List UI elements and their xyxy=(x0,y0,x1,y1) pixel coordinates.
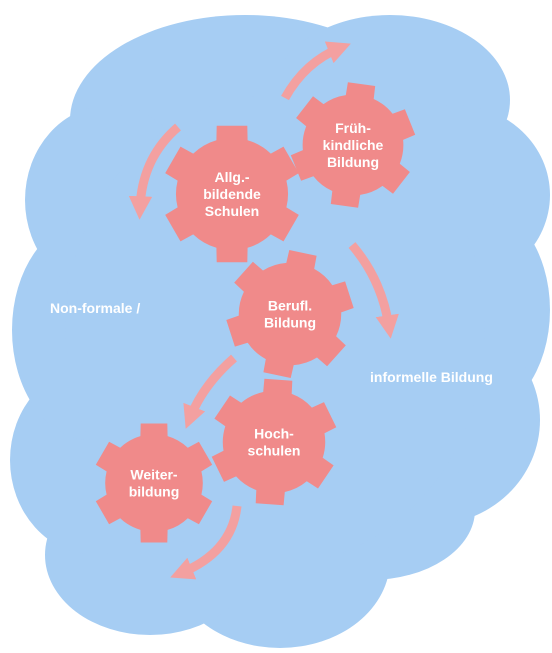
gear-label-line: Früh- xyxy=(335,120,371,136)
gear-shape xyxy=(211,378,337,506)
gear-label-line: Berufl. xyxy=(268,298,312,314)
gear-label-line: bildung xyxy=(129,484,180,500)
gear-shape xyxy=(226,250,354,378)
arrow-allgemeinbildende-to-berufliche xyxy=(348,242,399,339)
gear-label-line: Hoch- xyxy=(254,426,294,442)
gear-shape xyxy=(95,423,213,543)
gear-hochschulen: Hoch-schulen xyxy=(211,378,337,506)
cloud-label-right: informelle Bildung xyxy=(370,369,493,385)
gear-label-line: Bildung xyxy=(264,315,316,331)
gear-group: Früh-kindlicheBildungAllg.-bildendeSchul… xyxy=(95,82,416,543)
gear-weiterbildung: Weiter-bildung xyxy=(95,423,213,543)
gear-label-line: bildende xyxy=(203,186,261,202)
arrow-weiterbildung-to-bottom xyxy=(170,505,242,580)
gear-label-line: Weiter- xyxy=(130,467,178,483)
arrow-allgemeinbildende-to-left xyxy=(128,123,181,220)
gear-shape xyxy=(290,82,416,208)
cloud-label-left: Non-formale / xyxy=(50,300,140,316)
cycle-arrows xyxy=(128,41,399,580)
arrow-berufliche-to-weiterbildung xyxy=(183,354,237,429)
arrow-allgemeinbildende-to-fruehkindliche xyxy=(281,41,351,101)
gear-shape xyxy=(165,125,299,263)
gear-label-line: Schulen xyxy=(205,203,259,219)
gear-label-line: kindliche xyxy=(323,137,384,153)
gear-label-line: Allg.- xyxy=(215,169,250,185)
gear-label-line: Bildung xyxy=(327,154,379,170)
gear-label-line: schulen xyxy=(248,443,301,459)
gear-berufliche-bildung: Berufl.Bildung xyxy=(226,250,354,378)
